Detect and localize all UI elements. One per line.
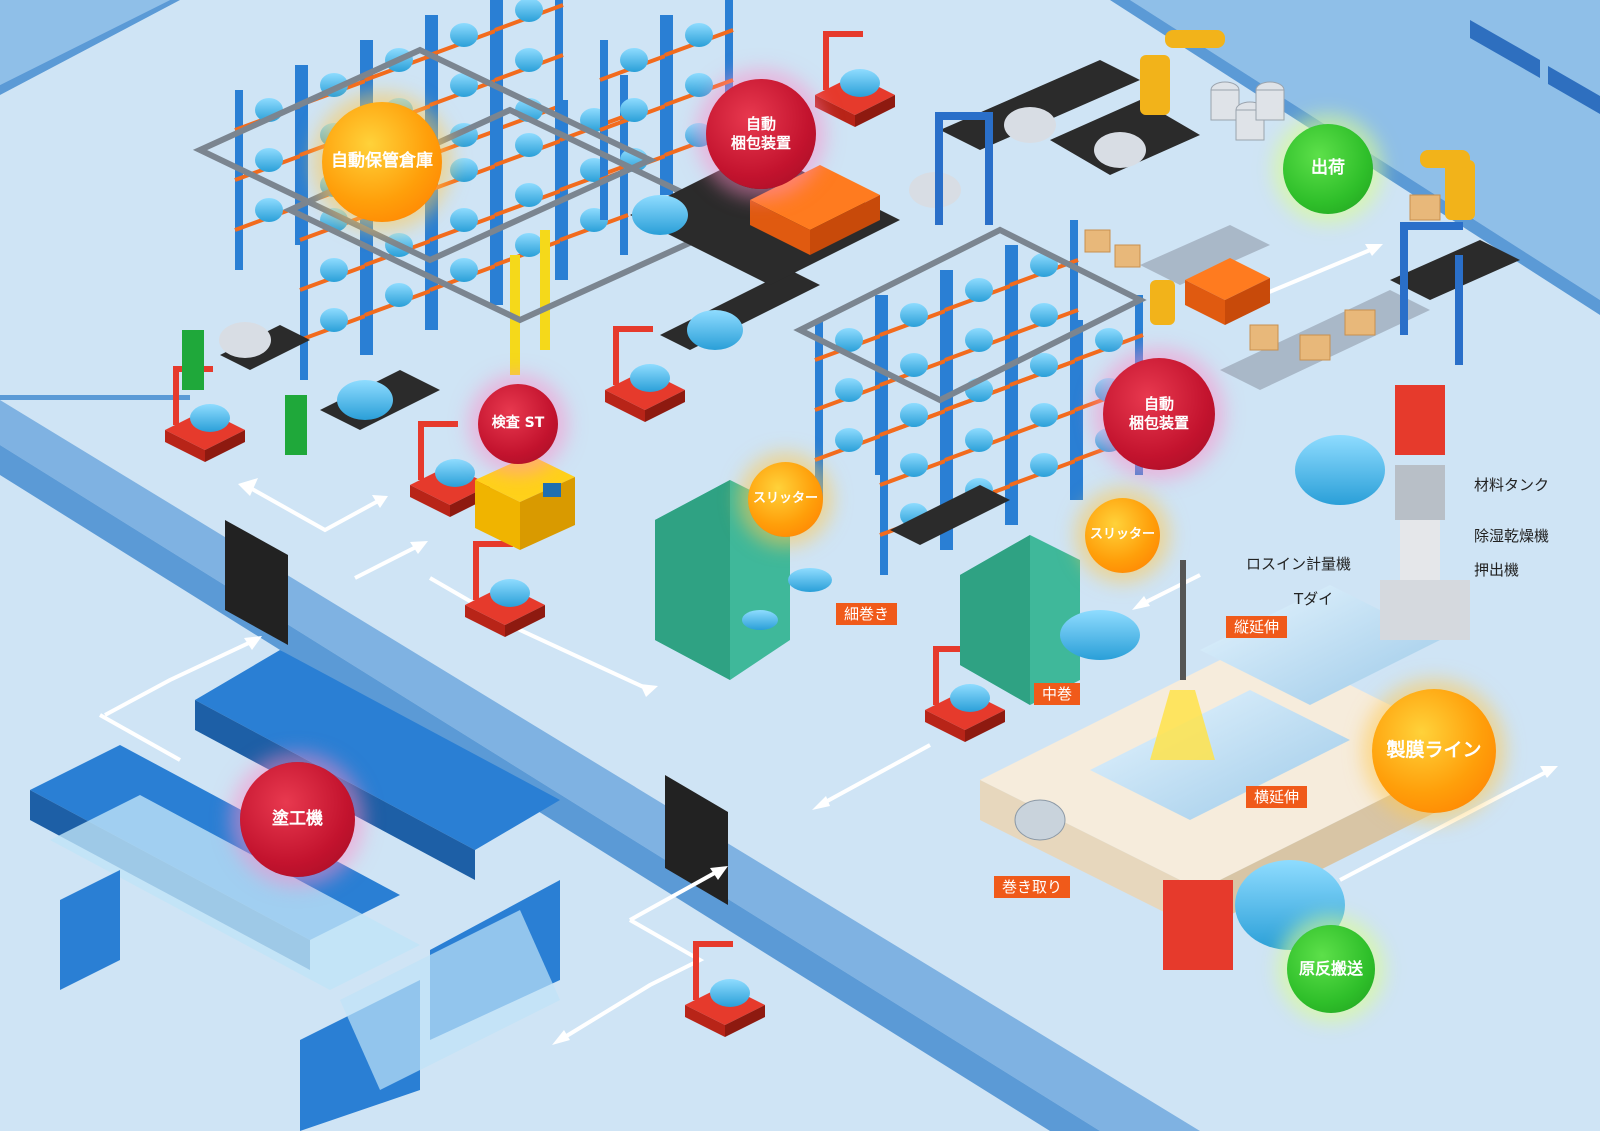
flow-arrows [99,246,1551,1042]
inspection-bubble: 検査 ST [478,384,558,464]
packing-bubble-middle: 自動 梱包装置 [1103,358,1215,470]
tdie-label: Tダイ [1294,590,1334,608]
makitori-tag: 巻き取り [994,876,1071,898]
coater-bubble: 塗工機 [240,762,355,877]
coater-machine [30,650,560,1131]
windows [1470,20,1600,114]
slitter-bubble-1: スリッター [748,462,823,537]
partition-wall [0,400,1200,1131]
slitter-bubble-2: スリッター [1085,498,1160,573]
inspection-machine [475,455,575,550]
hosomaki-tag: 細巻き [836,603,898,625]
yoko-encho-tag: 横延伸 [1246,786,1308,808]
dehumidifier-label: 除湿乾燥機 [1474,527,1550,545]
extruder-label: 押出機 [1474,561,1520,579]
tate-encho-tag: 縦延伸 [1226,616,1288,638]
raw-roll-stand [1163,385,1445,970]
packing-machines [750,165,1270,325]
door-left [225,520,288,645]
raw-transport-bubble: 原反搬送 [1287,925,1375,1013]
warehouse-bubble: 自動保管倉庫 [322,102,442,222]
robot-arms [1140,30,1475,325]
shipping-bubble: 出荷 [1283,124,1373,214]
material-tank-label: 材料タンク [1474,476,1550,494]
warehouse-racks [233,0,735,382]
rosin-label: ロスイン計量機 [1246,555,1352,573]
film-line-bubble: 製膜ライン [1372,689,1496,813]
slitter-machines [655,480,1140,705]
conveyors [219,60,1520,545]
nakamaki-tag: 中巻 [1034,683,1081,705]
gates [935,112,1463,365]
boxes [1084,194,1441,361]
packing-bubble-top: 自動 梱包装置 [706,79,816,189]
